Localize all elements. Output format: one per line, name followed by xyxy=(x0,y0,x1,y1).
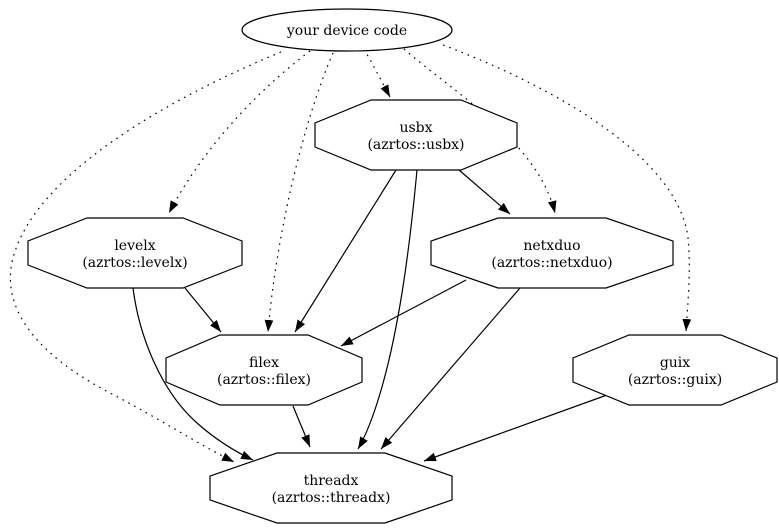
edge-filex-to-threadx xyxy=(292,405,311,448)
your-device-code-label: your device code xyxy=(286,23,407,39)
filex-sublabel: (azrtos::filex) xyxy=(217,372,311,388)
edge-usbx-to-netxduo xyxy=(458,169,511,215)
node-levelx: levelx (azrtos::levelx) xyxy=(27,217,243,289)
usbx-label: usbx xyxy=(399,120,432,136)
edges-layer xyxy=(9,44,692,463)
node-filex: filex (azrtos::filex) xyxy=(165,334,363,406)
node-usbx: usbx (azrtos::usbx) xyxy=(314,99,518,171)
levelx-shape xyxy=(27,217,243,289)
threadx-shape xyxy=(209,452,453,524)
edge-your-device-code-to-levelx xyxy=(168,50,311,214)
node-guix: guix (azrtos::guix) xyxy=(572,334,778,406)
edge-your-device-code-to-usbx xyxy=(363,48,391,98)
netxduo-label: netxduo xyxy=(523,238,580,254)
guix-shape xyxy=(572,334,778,406)
node-threadx: threadx (azrtos::threadx) xyxy=(209,452,453,524)
edge-your-device-code-to-threadx xyxy=(9,51,282,463)
nodes-layer: your device code usbx (azrtos::usbx) lev… xyxy=(27,8,778,524)
levelx-sublabel: (azrtos::levelx) xyxy=(82,255,187,271)
netxduo-sublabel: (azrtos::netxduo) xyxy=(491,255,612,271)
node-your-device-code: your device code xyxy=(241,8,453,52)
edge-usbx-to-filex xyxy=(294,169,397,333)
edge-levelx-to-filex xyxy=(184,287,222,333)
edge-your-device-code-to-guix xyxy=(442,44,692,332)
guix-sublabel: (azrtos::guix) xyxy=(628,372,722,388)
usbx-sublabel: (azrtos::usbx) xyxy=(367,137,464,153)
edge-usbx-to-threadx xyxy=(357,169,418,450)
edge-netxduo-to-filex xyxy=(340,279,467,347)
your-device-code-shape xyxy=(241,8,453,52)
edge-levelx-to-threadx xyxy=(132,287,254,461)
netxduo-shape xyxy=(430,217,674,289)
usbx-shape xyxy=(314,99,518,171)
guix-label: guix xyxy=(660,355,690,371)
edge-your-device-code-to-filex xyxy=(264,52,334,333)
edge-netxduo-to-threadx xyxy=(380,287,521,450)
threadx-sublabel: (azrtos::threadx) xyxy=(272,490,391,506)
filex-label: filex xyxy=(249,355,279,371)
edge-guix-to-threadx xyxy=(423,394,608,462)
node-netxduo: netxduo (azrtos::netxduo) xyxy=(430,217,674,289)
threadx-label: threadx xyxy=(304,473,359,489)
levelx-label: levelx xyxy=(114,238,155,254)
filex-shape xyxy=(165,334,363,406)
